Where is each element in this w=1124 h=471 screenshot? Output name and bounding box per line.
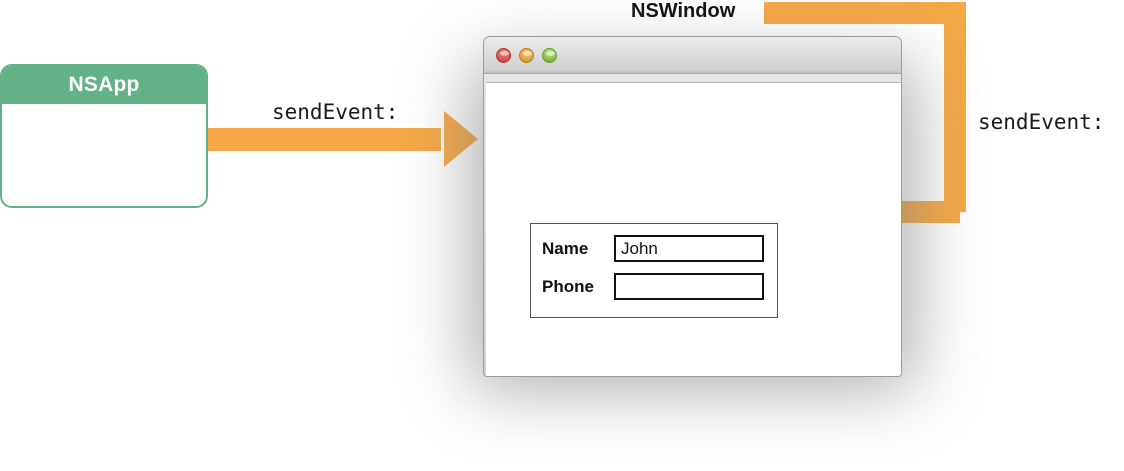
form-row-name: Name John xyxy=(542,235,777,262)
traffic-light-group xyxy=(496,48,557,63)
phone-input[interactable] xyxy=(614,273,764,300)
arrow-shaft-nsapp-to-window xyxy=(208,128,451,151)
arrow-shaft-vertical xyxy=(944,2,966,212)
phone-label: Phone xyxy=(542,276,594,296)
zoom-button-icon[interactable] xyxy=(542,48,557,63)
macos-window: Name John Phone xyxy=(483,36,902,377)
name-input[interactable]: John xyxy=(614,235,764,262)
nsapp-box: NSApp xyxy=(0,64,208,208)
nsapp-body xyxy=(2,104,206,206)
window-content: Name John Phone xyxy=(486,82,901,376)
minimize-button-icon[interactable] xyxy=(519,48,534,63)
contact-form: Name John Phone xyxy=(530,223,778,318)
arrow-label-sendevent-left: sendEvent: xyxy=(272,100,399,124)
close-button-icon[interactable] xyxy=(496,48,511,63)
form-row-phone: Phone xyxy=(542,273,777,300)
arrow-label-sendevent-right: sendEvent: xyxy=(978,110,1105,134)
arrow-shaft-top xyxy=(764,2,966,24)
nswindow-title: NSWindow xyxy=(631,0,736,22)
window-titlebar[interactable] xyxy=(484,37,901,74)
nsapp-title: NSApp xyxy=(2,66,206,104)
name-label: Name xyxy=(542,238,589,258)
